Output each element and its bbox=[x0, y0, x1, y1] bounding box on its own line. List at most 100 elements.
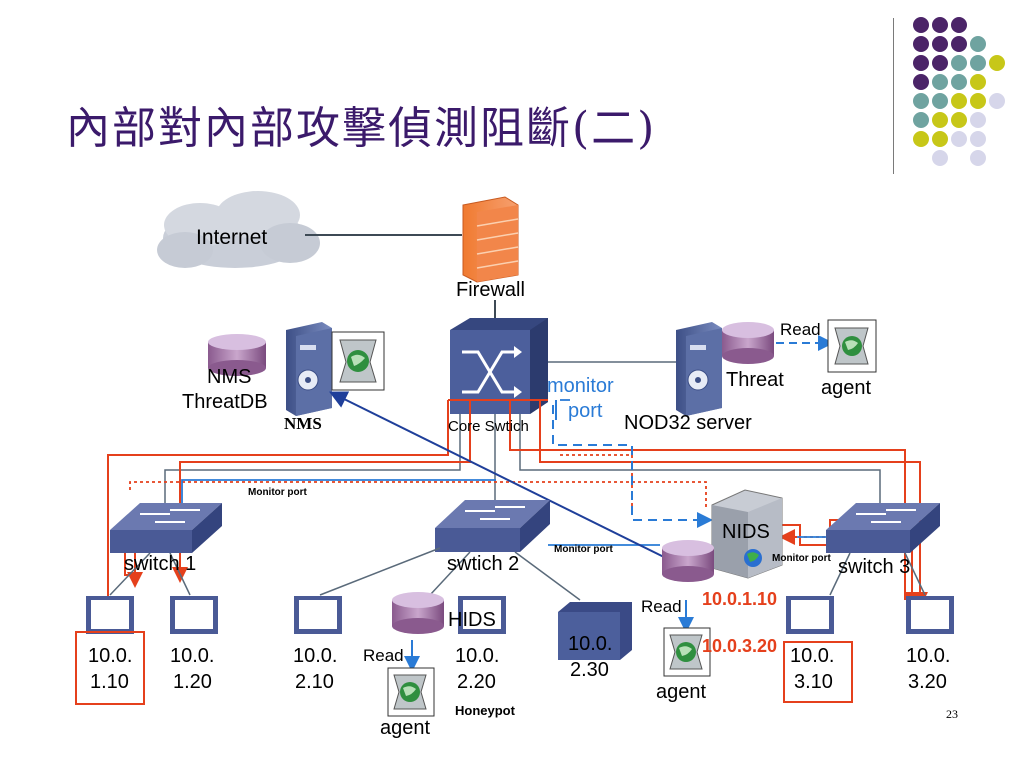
host-computer-icon bbox=[86, 596, 134, 634]
decor-dot bbox=[970, 150, 986, 166]
switch2-label: swtich 2 bbox=[447, 553, 520, 575]
host-2-10-line1: 10.0. bbox=[293, 645, 338, 667]
nids-server-icon bbox=[711, 489, 783, 579]
monitor-port-label-line1: monitor bbox=[547, 375, 614, 397]
decor-dot bbox=[951, 17, 967, 33]
honeypot-label: Honeypot bbox=[455, 703, 515, 718]
host-computer-icon bbox=[906, 596, 954, 634]
decor-dot bbox=[951, 74, 967, 90]
decor-dot bbox=[989, 55, 1005, 71]
hids-agent-globe-icon bbox=[387, 667, 435, 717]
decor-dot bbox=[932, 36, 948, 52]
agent-globe-icon bbox=[827, 319, 877, 373]
decor-dot bbox=[951, 131, 967, 147]
decor-dot bbox=[913, 131, 929, 147]
decor-dot bbox=[970, 36, 986, 52]
attacker-host-highlight bbox=[75, 631, 145, 705]
attack-source-ip: 10.0.1.10 bbox=[702, 589, 778, 609]
host-1-10-line1: 10.0. bbox=[88, 645, 133, 667]
decor-dot bbox=[932, 17, 948, 33]
monitor-port-small-label-3: Monitor port bbox=[772, 553, 831, 564]
decor-dot bbox=[970, 74, 986, 90]
decor-dot bbox=[932, 131, 948, 147]
host-3-20-line1: 10.0. bbox=[906, 645, 951, 667]
victim-host-highlight bbox=[783, 641, 853, 703]
monitor-port-label-line2: port bbox=[568, 400, 603, 422]
decor-dot bbox=[913, 93, 929, 109]
page-number: 23 bbox=[946, 707, 958, 721]
switch1-icon bbox=[110, 503, 222, 553]
attack-target-ip: 10.0.3.20 bbox=[702, 636, 778, 656]
agent-label-hids: agent bbox=[380, 717, 431, 739]
decor-dot bbox=[970, 93, 986, 109]
hids-db-icon bbox=[392, 592, 444, 634]
nms-label: NMS bbox=[284, 414, 322, 433]
slide-title: 內部對內部攻擊偵測阻斷(二) bbox=[66, 103, 657, 154]
host-3-10-line1: 10.0. bbox=[790, 645, 835, 667]
host-2-30-line1: 10.0. bbox=[568, 633, 613, 655]
decor-dot bbox=[970, 131, 986, 147]
switch3-icon bbox=[826, 503, 940, 553]
host-computer-icon bbox=[458, 596, 506, 634]
internet-cloud bbox=[157, 191, 320, 268]
database-icon bbox=[208, 334, 266, 376]
host-2-10-line2: 2.10 bbox=[295, 671, 334, 693]
host-2-30-line2: 2.30 bbox=[570, 659, 609, 681]
host-1-20-line1: 10.0. bbox=[170, 645, 215, 667]
wireless-ap-icon bbox=[558, 602, 632, 660]
decor-dot bbox=[913, 55, 929, 71]
core-switch-icon bbox=[450, 318, 548, 414]
decor-dot bbox=[913, 74, 929, 90]
nms-db-label-line1: NMS bbox=[207, 366, 252, 388]
monitor-port-small-label-2: Monitor port bbox=[554, 544, 613, 555]
nms-server-icon bbox=[286, 322, 332, 416]
header-divider bbox=[893, 18, 894, 174]
internet-label: Internet bbox=[196, 226, 268, 249]
host-computer-icon bbox=[170, 596, 218, 634]
read-label-hids: Read bbox=[363, 646, 404, 665]
monitor-port-small-label-1: Monitor port bbox=[248, 487, 307, 498]
host-computer-icon bbox=[294, 596, 342, 634]
nids-label: NIDS bbox=[722, 521, 770, 543]
switch2-icon bbox=[435, 500, 550, 552]
host-1-20-line2: 1.20 bbox=[173, 671, 212, 693]
agent-label-nids: agent bbox=[656, 681, 707, 703]
agent-label-top: agent bbox=[821, 377, 872, 399]
globe-icon bbox=[331, 331, 385, 391]
decor-dot bbox=[913, 36, 929, 52]
firewall-label: Firewall bbox=[456, 279, 525, 301]
host-3-20-line2: 3.20 bbox=[908, 671, 947, 693]
threat-label: Threat bbox=[726, 369, 784, 391]
hids-label: HIDS bbox=[448, 609, 496, 631]
firewall-icon bbox=[462, 196, 519, 283]
decor-dot bbox=[951, 93, 967, 109]
decor-dot bbox=[913, 112, 929, 128]
decor-dot bbox=[951, 36, 967, 52]
threat-db-icon bbox=[722, 322, 774, 364]
nod32-server-label: NOD32 server bbox=[624, 412, 752, 434]
switch1-label: switch 1 bbox=[124, 553, 197, 575]
switch3-label: switch 3 bbox=[838, 556, 911, 578]
nids-agent-globe-icon bbox=[663, 627, 711, 677]
decor-dot bbox=[932, 150, 948, 166]
decor-dot bbox=[970, 55, 986, 71]
nms-db-label-line2: ThreatDB bbox=[182, 391, 268, 413]
read-label-nids: Read bbox=[641, 597, 682, 616]
core-switch-label: Core Swtich bbox=[448, 418, 529, 435]
decor-dot bbox=[951, 112, 967, 128]
decor-dot bbox=[913, 17, 929, 33]
host-computer-icon bbox=[786, 596, 834, 634]
decor-dot bbox=[932, 74, 948, 90]
host-2-20-line1: 10.0. bbox=[455, 645, 500, 667]
decor-dot bbox=[932, 93, 948, 109]
host-2-20-line2: 2.20 bbox=[457, 671, 496, 693]
nod32-server-icon bbox=[676, 322, 722, 416]
nms-report-link bbox=[329, 391, 671, 561]
decor-dot bbox=[970, 112, 986, 128]
host-1-10-line2: 1.10 bbox=[90, 671, 129, 693]
decor-dot bbox=[932, 112, 948, 128]
host-3-10-line2: 3.10 bbox=[794, 671, 833, 693]
decor-dot bbox=[989, 93, 1005, 109]
read-label-top: Read bbox=[780, 320, 821, 339]
